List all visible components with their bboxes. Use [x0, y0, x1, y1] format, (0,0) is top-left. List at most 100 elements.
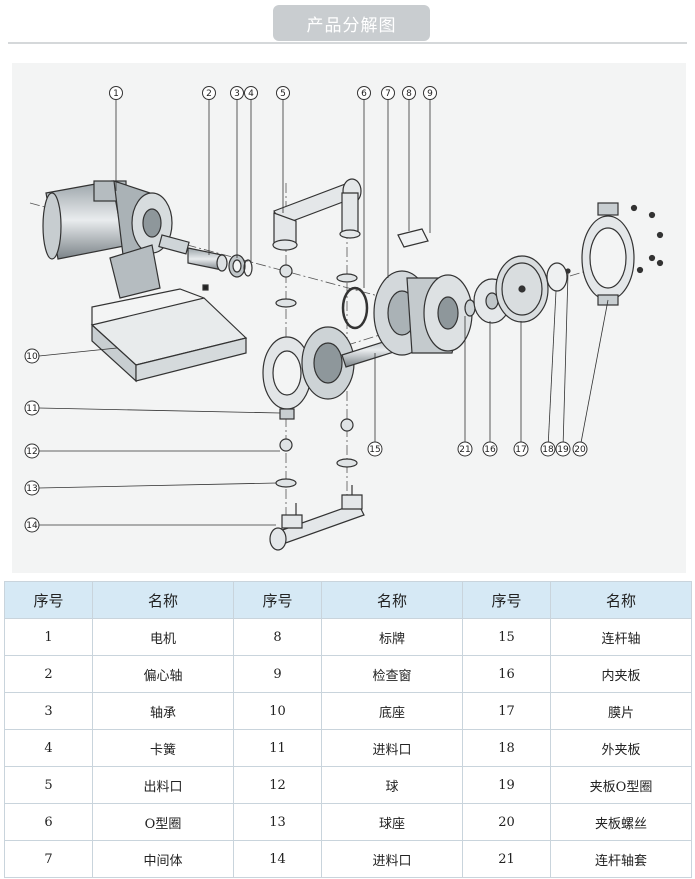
svg-text:6: 6: [361, 89, 367, 99]
callout-labels: 1 2 3 4 5 6 7 8 9 10 11 12 13 14 15 16 1…: [24, 86, 588, 533]
callout-16: 16: [482, 441, 498, 457]
cell-number: 8: [233, 618, 322, 656]
cell-name: 连杆轴套: [550, 840, 692, 878]
callout-18: 18: [540, 441, 556, 457]
cell-name: 膜片: [550, 692, 692, 730]
cell-number: 18: [462, 729, 551, 767]
callout-11: 11: [24, 400, 40, 416]
header-number: 序号: [462, 581, 551, 619]
base-part: [90, 288, 248, 383]
cell-name: 偏心轴: [92, 655, 234, 693]
svg-text:11: 11: [26, 404, 37, 414]
cell-name: 球座: [321, 803, 463, 841]
cell-name: O型圈: [92, 803, 234, 841]
ball-seat-parts: [275, 264, 358, 488]
svg-text:5: 5: [280, 89, 286, 99]
diaphragm-parts: [464, 202, 664, 324]
callout-5: 5: [276, 86, 290, 100]
header-number: 序号: [233, 581, 322, 619]
table-row: 6 O型圈 13 球座 20 夹板螺丝: [4, 803, 692, 841]
outlet-manifold-part: [272, 178, 362, 251]
callout-7: 7: [381, 86, 395, 100]
callout-19: 19: [555, 441, 571, 457]
cell-number: 1: [4, 618, 93, 656]
cell-number: 3: [4, 692, 93, 730]
middle-body-parts: [341, 228, 473, 356]
callout-21: 21: [457, 441, 473, 457]
svg-text:17: 17: [515, 445, 526, 455]
svg-text:10: 10: [26, 352, 38, 362]
cell-number: 2: [4, 655, 93, 693]
cell-name: 夹板O型圈: [550, 766, 692, 804]
motor-part: [42, 180, 190, 299]
cell-name: 连杆轴: [550, 618, 692, 656]
cell-number: 19: [462, 766, 551, 804]
cell-name: 夹板螺丝: [550, 803, 692, 841]
cell-name: 中间体: [92, 840, 234, 878]
cell-number: 20: [462, 803, 551, 841]
cell-number: 4: [4, 729, 93, 767]
cell-name: 底座: [321, 692, 463, 730]
cell-number: 13: [233, 803, 322, 841]
exploded-view-diagram: 1 2 3 4 5 6 7 8 9 10 11 12 13 14 15 16 1…: [12, 63, 686, 573]
cell-number: 5: [4, 766, 93, 804]
svg-text:9: 9: [427, 89, 433, 99]
svg-text:12: 12: [26, 447, 37, 457]
svg-text:14: 14: [26, 521, 38, 531]
callout-13: 13: [24, 480, 40, 496]
pump-body-part: [262, 326, 417, 420]
table-row: 2 偏心轴 9 检查窗 16 内夹板: [4, 655, 692, 693]
callout-14: 14: [24, 517, 40, 533]
svg-text:18: 18: [542, 445, 554, 455]
svg-text:19: 19: [557, 445, 569, 455]
cell-number: 21: [462, 840, 551, 878]
svg-text:7: 7: [385, 89, 391, 99]
cell-name: 球: [321, 766, 463, 804]
callout-10: 10: [24, 348, 40, 364]
svg-text:13: 13: [26, 484, 37, 494]
svg-text:16: 16: [484, 445, 496, 455]
cell-number: 6: [4, 803, 93, 841]
table-row: 5 出料口 12 球 19 夹板O型圈: [4, 766, 692, 804]
inlet-manifold-part: [269, 485, 365, 551]
callout-8: 8: [402, 86, 416, 100]
header-name: 名称: [92, 581, 234, 619]
cell-number: 14: [233, 840, 322, 878]
cell-name: 出料口: [92, 766, 234, 804]
cell-name: 进料口: [321, 840, 463, 878]
cell-number: 17: [462, 692, 551, 730]
svg-text:8: 8: [406, 89, 412, 99]
cell-name: 进料口: [321, 729, 463, 767]
leader-lines: [38, 99, 609, 526]
callout-12: 12: [24, 443, 40, 459]
cell-name: 电机: [92, 618, 234, 656]
callout-3: 3: [230, 86, 244, 100]
callout-6: 6: [357, 86, 371, 100]
cell-number: 7: [4, 840, 93, 878]
callout-1: 1: [109, 86, 123, 100]
callout-15: 15: [367, 441, 383, 457]
exploded-view-svg: 1 2 3 4 5 6 7 8 9 10 11 12 13 14 15 16 1…: [24, 86, 664, 551]
header-number: 序号: [4, 581, 93, 619]
svg-text:2: 2: [206, 89, 212, 99]
cell-number: 10: [233, 692, 322, 730]
table-header-row: 序号 名称 序号 名称 序号 名称: [4, 581, 692, 619]
parts-list-table: 序号 名称 序号 名称 序号 名称 1 电机 8 标牌 15 连杆轴 2 偏心轴…: [4, 581, 692, 878]
svg-text:21: 21: [459, 445, 470, 455]
cell-number: 15: [462, 618, 551, 656]
cell-name: 检查窗: [321, 655, 463, 693]
cell-name: 外夹板: [550, 729, 692, 767]
callout-17: 17: [513, 441, 529, 457]
callout-9: 9: [423, 86, 437, 100]
cell-name: 卡簧: [92, 729, 234, 767]
page-title: 产品分解图: [273, 5, 430, 41]
table-row: 1 电机 8 标牌 15 连杆轴: [4, 618, 692, 656]
svg-text:20: 20: [574, 445, 586, 455]
svg-text:4: 4: [248, 89, 254, 99]
callout-4: 4: [244, 86, 258, 100]
svg-text:15: 15: [369, 445, 380, 455]
shaft-bearing-parts: [187, 247, 253, 291]
cell-number: 16: [462, 655, 551, 693]
table-row: 4 卡簧 11 进料口 18 外夹板: [4, 729, 692, 767]
svg-text:3: 3: [234, 89, 240, 99]
